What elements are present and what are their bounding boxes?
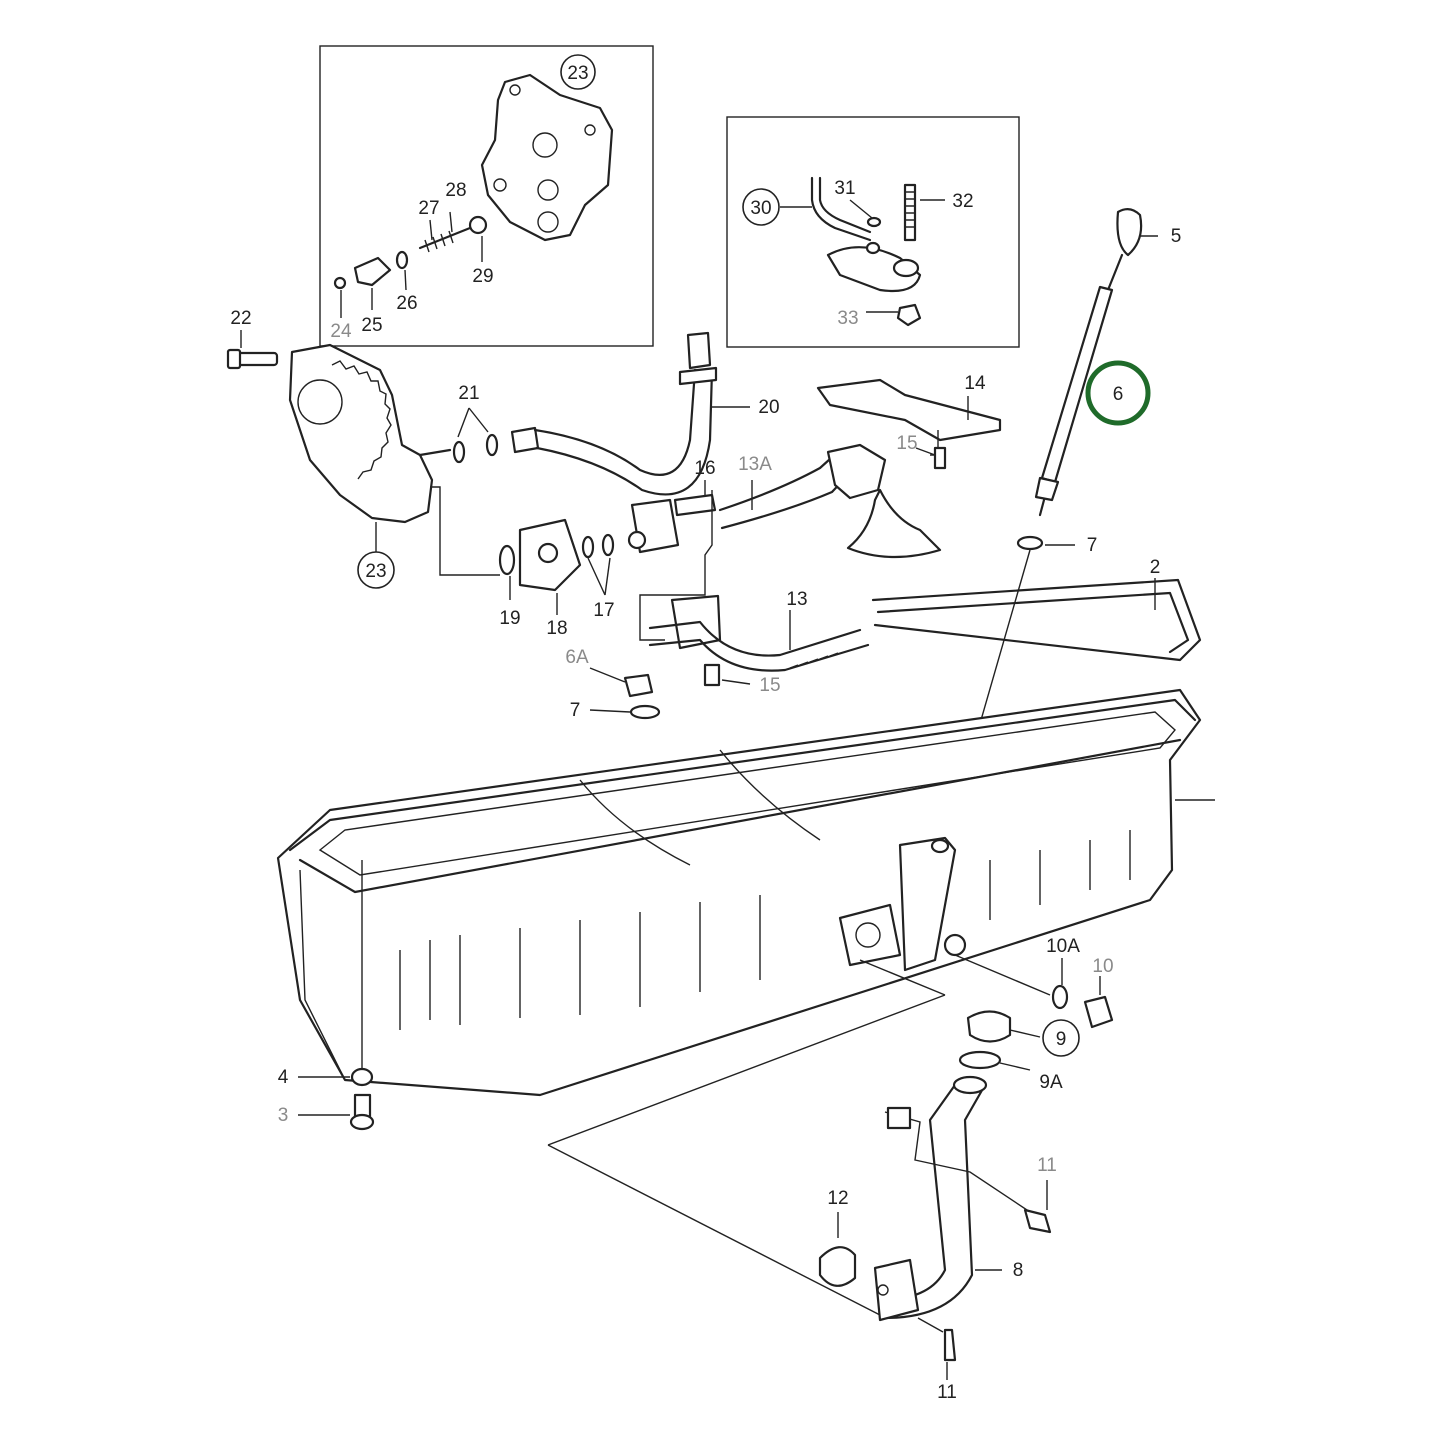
label-10a: 10A [1046,936,1080,957]
pan-bolts: 4 3 [278,860,375,1131]
label-6: 6 [1113,384,1124,405]
label-23-main: 23 [365,561,386,582]
label-10: 10 [1092,956,1113,977]
label-9a: 9A [1039,1072,1063,1093]
label-26: 26 [396,293,417,314]
label-4: 4 [278,1067,289,1088]
label-17: 17 [593,600,614,621]
label-31: 31 [834,178,855,199]
drain-parts: 10A 10 9 9A [958,936,1114,1093]
highlighted-part-marker [1085,360,1151,426]
tube-13: 13 15 [648,589,870,696]
label-25: 25 [361,315,382,336]
oil-pan [276,688,1215,1316]
label-13: 13 [786,589,807,610]
label-7-lower: 7 [570,700,581,721]
label-32: 32 [952,191,973,212]
label-27: 27 [418,198,439,219]
label-3: 3 [278,1105,289,1126]
label-22: 22 [230,308,251,329]
pickup-tube-13a: 13A [718,443,942,559]
label-13a: 13A [738,454,772,475]
bracket-14: 14 15 [816,373,1002,470]
label-19: 19 [499,608,520,629]
label-30: 30 [750,198,771,219]
label-29: 29 [472,266,493,287]
pipe-20: 21 20 [452,331,780,496]
label-20: 20 [758,397,779,418]
dipstick-assembly: 5 6 7 [944,208,1182,846]
label-23-inset: 23 [567,63,588,84]
oil-pump-main: 22 23 [226,308,500,589]
label-11-lower: 11 [937,1382,957,1403]
label-21: 21 [458,383,479,404]
connector-parts: 16 17 18 19 [498,458,717,641]
label-14: 14 [964,373,986,394]
plug-6a: 6A 7 [565,647,661,721]
label-24: 24 [330,321,352,342]
filler-pipe-8: 11 12 8 11 [818,1075,1057,1403]
label-33: 33 [837,308,858,329]
label-7-upper: 7 [1087,535,1098,556]
label-5: 5 [1171,226,1182,247]
label-12: 12 [827,1188,848,1209]
label-9: 9 [1056,1029,1067,1050]
label-15-lower: 15 [759,675,780,696]
label-11-upper: 11 [1037,1155,1057,1176]
label-8: 8 [1013,1260,1024,1281]
label-28: 28 [445,180,466,201]
gasket-2: 2 [871,557,1202,662]
inset-bracket: 30 31 32 33 [726,116,1020,348]
label-18: 18 [546,618,567,639]
label-6a: 6A [565,647,589,668]
label-16: 16 [694,458,715,479]
inset-oil-pump: 23 28 27 29 26 25 24 [319,45,654,347]
label-15-upper: 15 [896,433,917,454]
label-2: 2 [1150,557,1161,578]
